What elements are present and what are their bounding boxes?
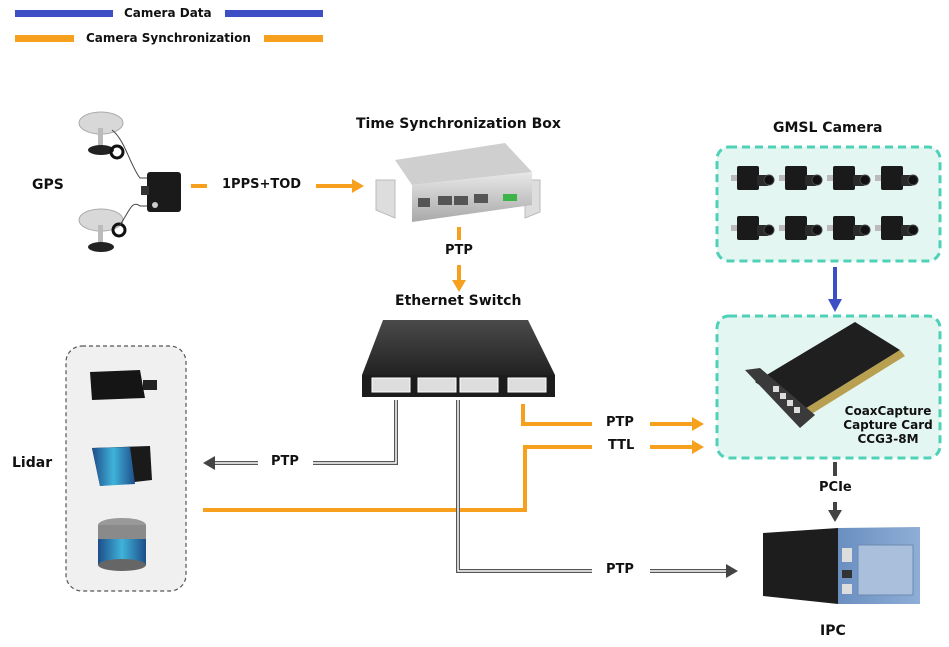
edge-lidar-to-card-ttl-arrowhead bbox=[692, 440, 704, 454]
edge-switch-to-card-ptp-arrowhead bbox=[692, 417, 704, 431]
edge-camera-to-card-arrowhead bbox=[828, 299, 842, 312]
edge-switch-to-card-ptp-line bbox=[521, 404, 592, 426]
gmsl-camera-icon bbox=[779, 166, 823, 190]
gmsl-camera-icon bbox=[779, 216, 823, 240]
gmsl-camera-icon bbox=[875, 216, 919, 240]
legend bbox=[15, 10, 323, 42]
gps-antenna-icon bbox=[78, 208, 127, 252]
ethernet-switch-label: Ethernet Switch bbox=[395, 293, 522, 309]
edges bbox=[191, 179, 842, 578]
legend-camera-sync-label: Camera Synchronization bbox=[86, 31, 251, 45]
edge-card-to-ipc-label: PCIe bbox=[817, 480, 854, 495]
legend-camera-data-swatch-left bbox=[15, 10, 113, 17]
time-sync-box-label: Time Synchronization Box bbox=[356, 116, 561, 132]
legend-camera-sync-swatch-left bbox=[15, 35, 74, 42]
edge-switch-to-lidar-line-inner bbox=[313, 400, 397, 464]
edge-card-to-ipc-arrowhead bbox=[828, 510, 842, 522]
gps-cable bbox=[111, 129, 150, 179]
gmsl-camera-label: GMSL Camera bbox=[773, 120, 883, 136]
ipc-label: IPC bbox=[820, 623, 846, 639]
gmsl-camera-icon bbox=[875, 166, 919, 190]
lidar-icon-1 bbox=[90, 370, 157, 400]
gmsl-camera-icon bbox=[731, 216, 775, 240]
legend-camera-sync-swatch-right bbox=[264, 35, 323, 42]
edge-lidar-to-card-ttl-label: TTL bbox=[606, 438, 637, 453]
edge-switch-to-ipc-line-inner bbox=[457, 400, 592, 572]
edge-sync-to-switch-arrowhead bbox=[452, 280, 466, 292]
legend-camera-data-label: Camera Data bbox=[124, 6, 212, 20]
edge-sync-to-switch-label: PTP bbox=[443, 243, 475, 258]
edge-switch-to-lidar-line-outer bbox=[313, 400, 398, 465]
legend-camera-data-swatch-right bbox=[225, 10, 323, 17]
gps-label: GPS bbox=[32, 177, 64, 193]
capture-card-label-line-2: Capture Card bbox=[843, 418, 933, 432]
capture-card-label-line-1: CoaxCapture bbox=[844, 404, 932, 418]
gmsl-camera-group bbox=[715, 145, 942, 263]
gmsl-camera-icon bbox=[827, 216, 871, 240]
gmsl-camera-array bbox=[731, 166, 919, 240]
capture-card-label-line-3: CCG3-8M bbox=[857, 432, 919, 446]
lidar-icon-2 bbox=[92, 446, 152, 486]
lidar-label: Lidar bbox=[12, 455, 53, 471]
edge-gps-to-sync-label: 1PPS+TOD bbox=[220, 177, 304, 192]
ethernet-switch-icon bbox=[362, 320, 555, 397]
edge-switch-to-lidar-label: PTP bbox=[269, 454, 301, 469]
capture-card-icon bbox=[745, 322, 905, 428]
ipc-icon bbox=[763, 527, 920, 604]
gps-antenna-icon bbox=[78, 111, 125, 160]
edge-gps-to-sync-arrowhead bbox=[352, 179, 364, 193]
lidar-icon-3 bbox=[98, 518, 146, 571]
gmsl-camera-icon bbox=[731, 166, 775, 190]
edge-switch-to-ipc-arrowhead bbox=[726, 564, 738, 578]
gps-cable bbox=[119, 203, 150, 226]
edge-switch-to-card-ptp-label: PTP bbox=[604, 415, 636, 430]
gps-receiver-icon bbox=[141, 172, 181, 212]
time-sync-box-icon bbox=[375, 143, 541, 222]
capture-card-label: CoaxCapture Capture Card CCG3-8M bbox=[842, 404, 934, 446]
edge-switch-to-ipc-label: PTP bbox=[604, 562, 636, 577]
edge-lidar-to-card-ttl-line bbox=[203, 445, 592, 512]
edge-switch-to-lidar-arrowhead bbox=[203, 456, 215, 470]
gmsl-camera-icon bbox=[827, 166, 871, 190]
